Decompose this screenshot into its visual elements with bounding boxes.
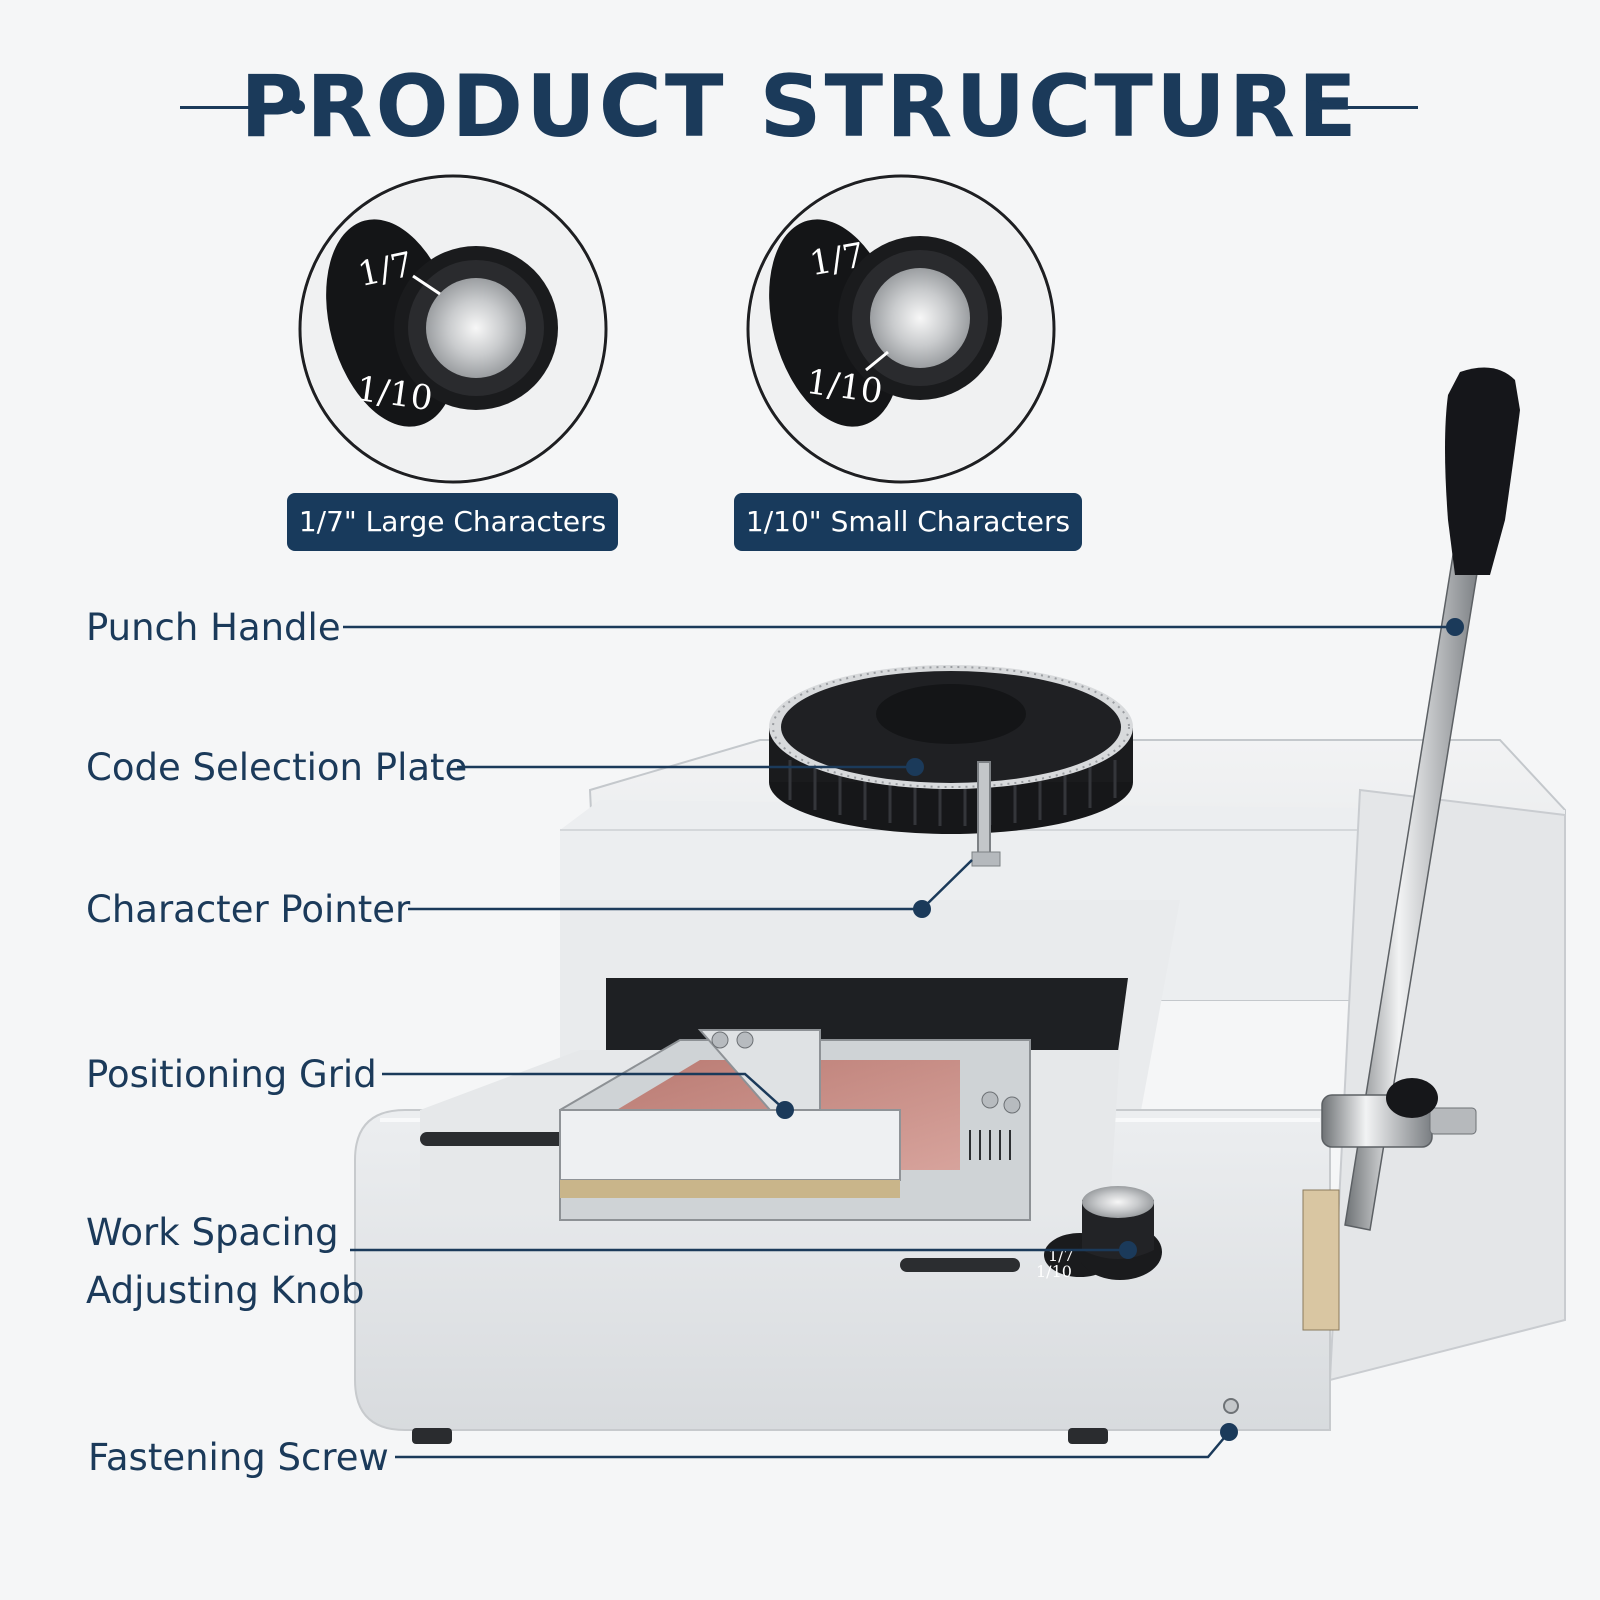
positioning-grid-carriage <box>559 1029 1031 1221</box>
title-block: PRODUCT STRUCTURE <box>0 52 1600 162</box>
dial-caption-large: 1/7" Large Characters <box>287 493 618 551</box>
leader-fastening-screw <box>395 1431 1230 1459</box>
leader-positioning-grid <box>382 1072 786 1111</box>
dial-caption-small: 1/10" Small Characters <box>734 493 1082 551</box>
knob-cap <box>426 278 526 378</box>
dial-mark-large: 1/7 <box>807 235 868 284</box>
character-pointer <box>971 761 1001 867</box>
callout-dot <box>776 1101 794 1119</box>
knob-cap <box>870 268 970 368</box>
title-dot-left <box>291 100 305 114</box>
callout-dots <box>776 618 1464 1441</box>
dial-small-characters: 1/7 1/10 <box>746 174 1056 484</box>
punch-handle <box>1302 367 1520 1331</box>
page-title: PRODUCT STRUCTURE <box>240 57 1360 157</box>
dial-pointer-line <box>412 274 441 296</box>
label-punch-handle: Punch Handle <box>86 606 341 649</box>
fastening-screw <box>1223 1398 1239 1414</box>
work-spacing-knob: 1/7 1/10 <box>1036 1186 1162 1281</box>
label-work-spacing-line1: Work Spacing <box>86 1211 339 1254</box>
callout-dot <box>1119 1241 1137 1259</box>
label-work-spacing-line2: Adjusting Knob <box>86 1269 365 1312</box>
callout-dot <box>1446 618 1464 636</box>
dial-large-characters: 1/7 1/10 <box>298 174 608 484</box>
title-rule-left <box>180 106 298 109</box>
knob-mark-small: 1/10 <box>1036 1262 1072 1281</box>
title-rule-right <box>1310 106 1418 109</box>
callout-dot <box>906 758 924 776</box>
label-positioning-grid: Positioning Grid <box>86 1053 377 1096</box>
label-fastening-screw: Fastening Screw <box>88 1436 389 1479</box>
callout-dot <box>1220 1423 1238 1441</box>
label-character-pointer: Character Pointer <box>86 888 411 931</box>
label-code-selection-plate: Code Selection Plate <box>86 746 468 789</box>
code-selection-plate <box>769 665 1133 834</box>
dial-pointer-line <box>865 350 889 372</box>
handle-grip <box>1445 367 1520 575</box>
callout-dot <box>913 900 931 918</box>
